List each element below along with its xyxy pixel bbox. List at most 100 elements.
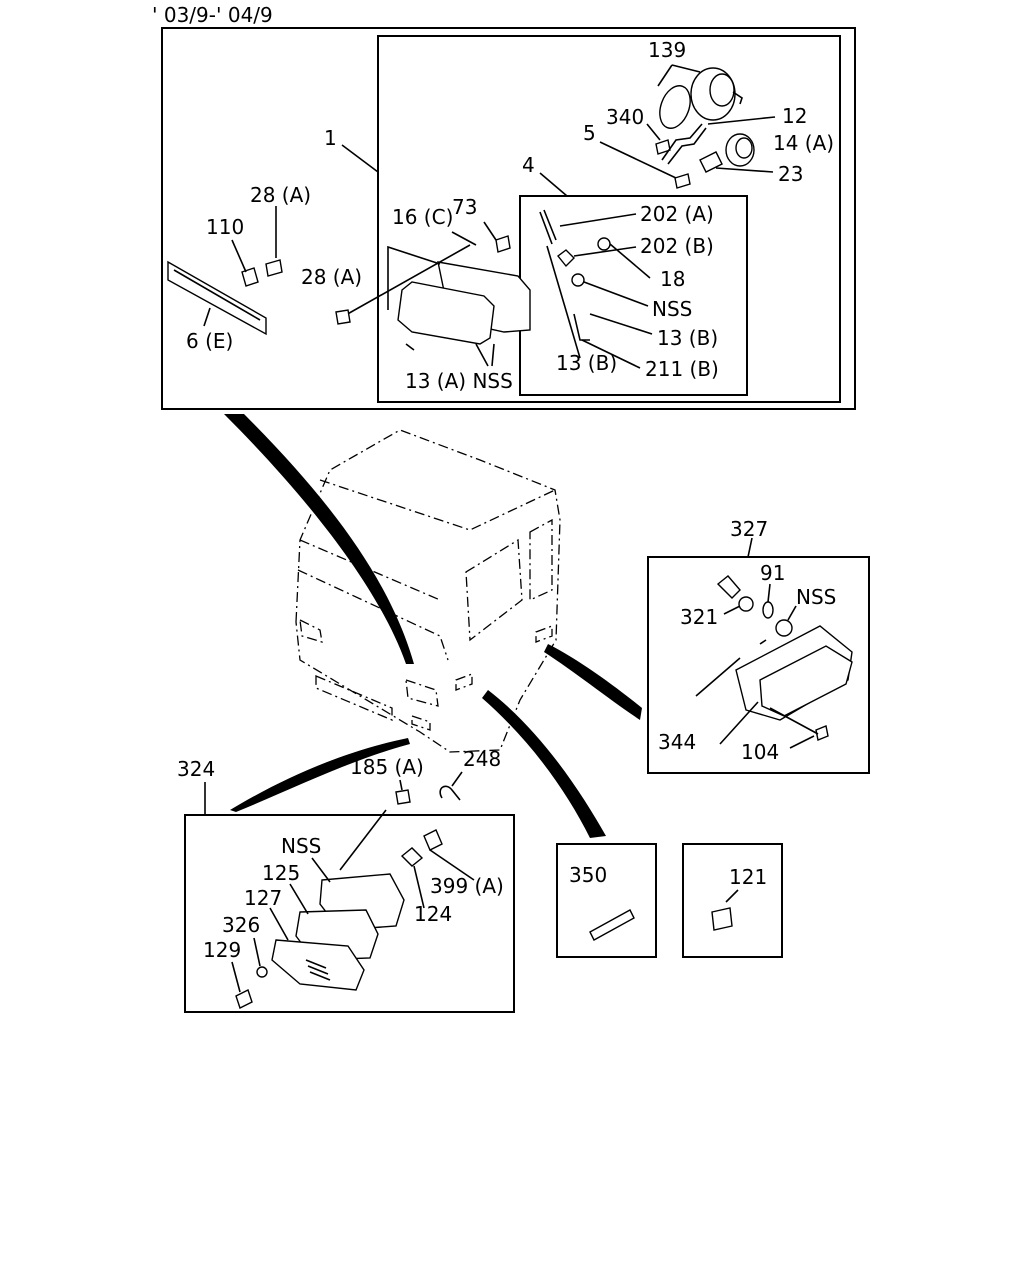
callout-swoosh-bottom — [482, 690, 606, 838]
label-14a: 14 (A) — [773, 131, 834, 155]
label-73: 73 — [452, 195, 477, 219]
label-18: 18 — [660, 267, 685, 291]
label-28a-a: 28 (A) — [250, 183, 311, 207]
screw-104 — [815, 725, 829, 741]
label-23: 23 — [778, 162, 803, 186]
front-turn-lamp-panel: 324 185 (A) 248 399 (A) 124 NSS 125 127 … — [177, 747, 515, 1013]
leader-127 — [269, 907, 289, 941]
bolt-28a-upper — [265, 259, 283, 277]
label-110: 110 — [206, 215, 244, 239]
leader-124 — [413, 865, 425, 909]
mount-line-104 — [769, 707, 819, 735]
label-248: 248 — [463, 747, 501, 771]
leader-129 — [231, 961, 241, 993]
label-104: 104 — [741, 740, 779, 764]
label-13b-a: 13 (B) — [657, 326, 718, 350]
screw-18 — [597, 237, 611, 251]
label-13b-b: 13 (B) — [556, 351, 617, 375]
leader-1 — [341, 144, 379, 173]
label-202a: 202 (A) — [640, 202, 714, 226]
label-16c: 16 (C) — [392, 205, 453, 229]
leader-125 — [289, 883, 309, 915]
callout-swoosh-right — [544, 644, 642, 720]
wire-harness-12 — [661, 123, 707, 165]
bolt-28a-lower — [335, 309, 351, 325]
label-124: 124 — [414, 902, 452, 926]
leader-104 — [789, 735, 815, 749]
mount-line-185a — [339, 809, 387, 871]
leader-91 — [767, 583, 771, 603]
screw-129 — [235, 989, 253, 1009]
label-91: 91 — [760, 561, 785, 585]
headlamp-inner-box — [377, 35, 841, 403]
leader-110 — [231, 239, 247, 273]
label-324: 324 — [177, 757, 215, 781]
trim-bar-line — [173, 269, 261, 321]
ring-139 — [659, 85, 691, 129]
label-327: 327 — [730, 517, 768, 541]
plate-panel-121: 121 — [682, 843, 783, 958]
leader-23 — [715, 167, 774, 173]
label-125: 125 — [262, 861, 300, 885]
leader-13b-b — [546, 245, 581, 359]
callout-swoosh-top — [224, 414, 414, 664]
washer-326 — [256, 966, 268, 978]
leader-211b — [581, 339, 641, 369]
reflector-box-350 — [556, 843, 657, 958]
clip-248 — [439, 785, 461, 801]
label-127: 127 — [244, 886, 282, 910]
socket-housing-inner — [709, 73, 735, 107]
leader-321 — [723, 605, 741, 615]
label-340: 340 — [606, 105, 644, 129]
label-1: 1 — [324, 126, 337, 150]
cab-bumper-vent — [315, 675, 393, 721]
cab-fog-lamp — [411, 715, 431, 731]
leader-5 — [599, 141, 677, 179]
part-13a — [405, 343, 415, 351]
headlamp-assembly-panel: 139 340 12 14 (A) 23 5 4 1 202 (A) 2 — [161, 27, 856, 410]
nut-nss — [571, 273, 585, 287]
leader-13a-nss — [475, 343, 495, 367]
cab-headlamp-left — [299, 618, 323, 643]
headlamp-frame-line — [387, 245, 441, 310]
label-350: 350 — [569, 863, 607, 887]
truck-cab-illustration — [224, 414, 642, 838]
cab-roof-line — [319, 479, 556, 531]
front-lamp-box — [184, 814, 515, 1013]
label-211b: 211 (B) — [645, 357, 719, 381]
side-lamp-box — [647, 556, 870, 774]
leader-399a — [429, 849, 475, 881]
label-6e: 6 (E) — [186, 329, 233, 353]
headlamp-outer-box — [161, 27, 856, 410]
rear-window — [529, 518, 553, 602]
leader-13b-a — [589, 313, 653, 335]
label-139: 139 — [648, 38, 686, 62]
bulb-23 — [699, 151, 723, 173]
label-321: 321 — [680, 605, 718, 629]
leader-4 — [539, 172, 568, 197]
leader-121 — [725, 889, 739, 903]
leader-nss2 — [787, 605, 797, 621]
headlamp-lens — [397, 281, 495, 345]
cab-side-lamp-rear — [535, 625, 553, 643]
date-range-label: ' 03/9-' 04/9 — [152, 3, 273, 27]
label-185a: 185 (A) — [350, 755, 424, 779]
label-399a: 399 (A) — [430, 874, 504, 898]
bolt-340 — [655, 139, 671, 155]
gasket-nss — [775, 619, 793, 637]
rod-211b — [573, 313, 590, 341]
leader-nss1 — [583, 281, 649, 307]
lens-pattern — [305, 959, 331, 981]
label-28a-b: 28 (A) — [301, 265, 362, 289]
windshield-mid — [299, 539, 441, 601]
reflector-350 — [589, 909, 635, 941]
side-turn-lamp-panel: 327 321 91 NSS 344 104 — [647, 517, 870, 774]
label-202b: 202 (B) — [640, 234, 714, 258]
label-12: 12 — [782, 104, 807, 128]
leader-12 — [707, 116, 776, 125]
label-326: 326 — [222, 913, 260, 937]
part-5 — [674, 173, 691, 189]
socket-14a-inner — [735, 137, 753, 159]
bracket-rod — [539, 209, 557, 245]
